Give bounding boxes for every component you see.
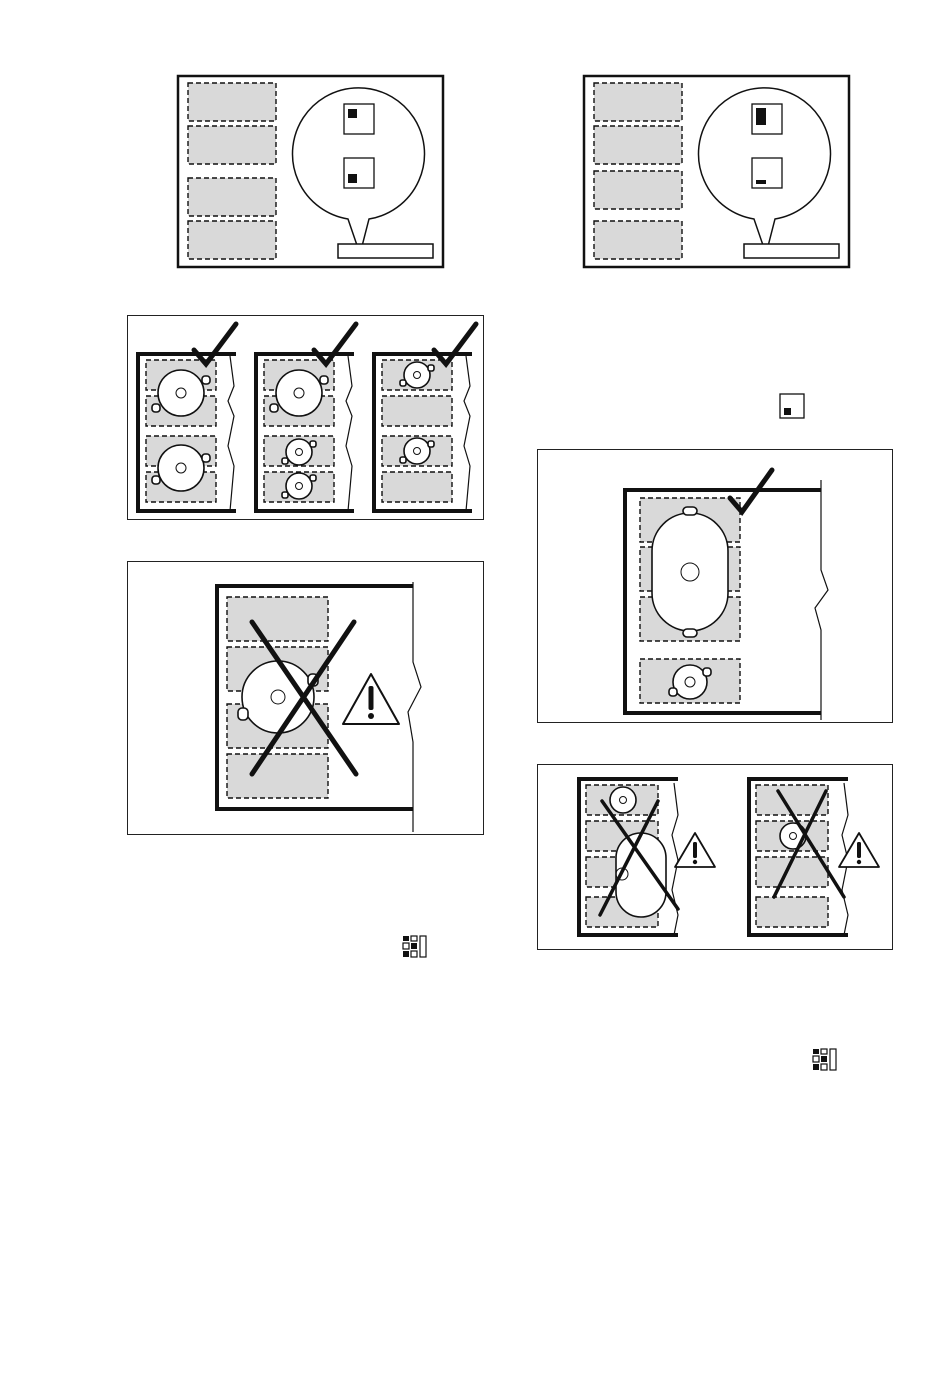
small-pan bbox=[286, 439, 312, 465]
pan-handle bbox=[683, 507, 697, 515]
fish-pan-correct-figure bbox=[537, 449, 893, 723]
cut-edge bbox=[408, 582, 421, 832]
large-pan-wrong-svg bbox=[128, 562, 483, 834]
display-left-svg bbox=[176, 74, 445, 269]
cooking-zone-1 bbox=[594, 83, 682, 121]
pan-handle bbox=[282, 458, 288, 464]
cooking-zone bbox=[382, 396, 452, 426]
pan-handle bbox=[400, 457, 406, 463]
display-right-figure bbox=[582, 74, 851, 269]
pan-handle bbox=[270, 404, 278, 412]
indicator-top-mark bbox=[756, 108, 766, 125]
panel-a bbox=[138, 324, 236, 511]
misplaced-pans-wrong-svg bbox=[538, 765, 892, 949]
large-pan bbox=[158, 370, 204, 416]
pan-handle bbox=[282, 492, 288, 498]
cut-edge bbox=[815, 480, 828, 720]
wrong-panel-right bbox=[749, 779, 879, 935]
indicator-bottom bbox=[344, 158, 374, 188]
pan-handle bbox=[320, 376, 328, 384]
panel-b bbox=[256, 324, 356, 511]
indicator-bottom-mark bbox=[348, 174, 357, 183]
fish-pan-correct-svg bbox=[538, 450, 892, 722]
pan-handle bbox=[428, 365, 434, 371]
cooking-zone-2 bbox=[594, 126, 682, 164]
pan-handle bbox=[202, 454, 210, 462]
cooking-zone-4 bbox=[188, 221, 276, 259]
checkmark-icon bbox=[314, 324, 356, 364]
oval-fish-pan bbox=[616, 833, 666, 917]
cooking-zone-3 bbox=[188, 178, 276, 216]
large-pan bbox=[158, 445, 204, 491]
small-pan bbox=[610, 787, 636, 813]
bridge-indicator-icon bbox=[779, 393, 805, 424]
indicator-bottom-mark bbox=[756, 180, 766, 184]
pan-handle bbox=[310, 475, 316, 481]
cooking-zone-1 bbox=[188, 83, 276, 121]
indicator-top-mark bbox=[348, 109, 357, 118]
pan-handle bbox=[428, 441, 434, 447]
wrong-panel-left bbox=[579, 779, 715, 935]
warning-triangle-icon bbox=[343, 674, 399, 724]
pan-handle bbox=[202, 376, 210, 384]
small-pan bbox=[404, 438, 430, 464]
small-pan bbox=[286, 473, 312, 499]
cookware-correct-figure bbox=[127, 315, 484, 520]
zone-grid-icon bbox=[402, 935, 428, 964]
pan-handle bbox=[152, 476, 160, 484]
oval-fish-pan bbox=[652, 513, 728, 631]
cooking-zone bbox=[756, 897, 828, 927]
cut-edge bbox=[464, 356, 470, 511]
misplaced-pans-wrong-figure bbox=[537, 764, 893, 950]
zone-grid-icon bbox=[812, 1048, 838, 1077]
control-strip bbox=[338, 244, 433, 258]
checkmark-icon bbox=[434, 324, 476, 364]
pan-handle bbox=[703, 668, 711, 676]
cooking-zone-4 bbox=[594, 221, 682, 259]
pan-handle bbox=[669, 688, 677, 696]
warning-triangle-icon bbox=[675, 833, 715, 867]
large-pan-wrong-figure bbox=[127, 561, 484, 835]
cut-edge bbox=[346, 356, 352, 511]
control-strip bbox=[744, 244, 839, 258]
pan-handle bbox=[310, 441, 316, 447]
panel-c bbox=[374, 324, 476, 511]
display-left-figure bbox=[176, 74, 445, 269]
indicator-top bbox=[344, 104, 374, 134]
cooking-zone-3 bbox=[594, 171, 682, 209]
large-pan bbox=[276, 370, 322, 416]
small-pan bbox=[404, 362, 430, 388]
cookware-correct-svg bbox=[128, 316, 483, 519]
pan-handle bbox=[152, 404, 160, 412]
pan-handle bbox=[683, 629, 697, 637]
pan-handle bbox=[238, 708, 248, 720]
cut-edge bbox=[228, 356, 234, 511]
cooking-zone bbox=[227, 597, 328, 641]
cooking-zone bbox=[382, 472, 452, 502]
cut-edge bbox=[672, 783, 678, 935]
small-pan bbox=[673, 665, 707, 699]
display-right-svg bbox=[582, 74, 851, 269]
cooking-zone-2 bbox=[188, 126, 276, 164]
cooking-zone bbox=[227, 754, 328, 798]
pan-handle bbox=[400, 380, 406, 386]
